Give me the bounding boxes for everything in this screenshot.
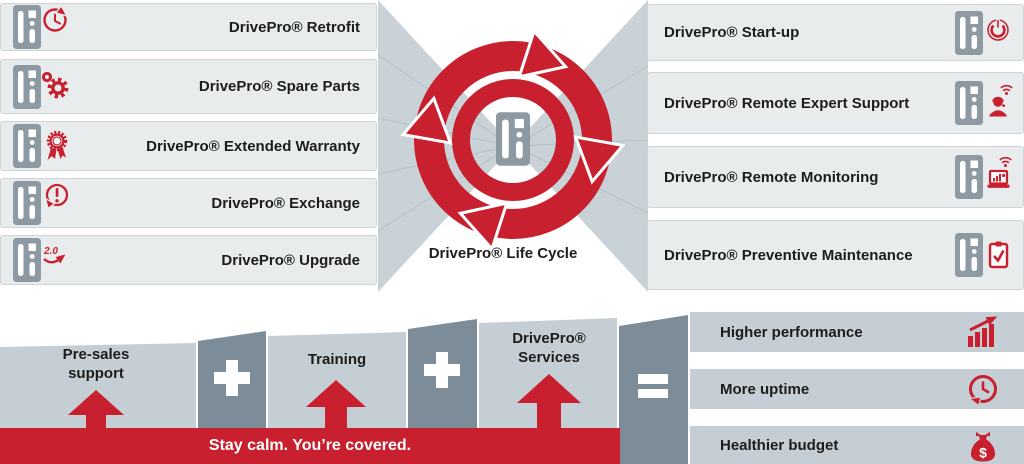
retrofit-icon bbox=[13, 4, 69, 49]
result-label: Higher performance bbox=[720, 323, 863, 341]
service-row-exchange: DrivePro® Exchange bbox=[0, 178, 377, 228]
life-cycle-ring-icon bbox=[400, 28, 626, 252]
service-row-upgrade: 2.0 DrivePro® Upgrade bbox=[0, 235, 377, 285]
preventive-maintenance-icon bbox=[955, 233, 1009, 277]
result-label: Healthier budget bbox=[720, 436, 839, 454]
result-bar-healthier-budget: Healthier budget $ bbox=[690, 426, 1024, 464]
service-label: DrivePro® Extended Warranty bbox=[146, 137, 360, 155]
arrow-head bbox=[517, 374, 581, 403]
extended-warranty-icon bbox=[13, 124, 68, 168]
up-arrow-icon bbox=[306, 380, 366, 430]
service-row-start-up: DrivePro® Start-up bbox=[647, 4, 1024, 61]
service-label: DrivePro® Exchange bbox=[211, 194, 360, 212]
svg-text:$: $ bbox=[979, 445, 987, 461]
start-up-icon bbox=[955, 10, 1009, 55]
plus-icon bbox=[214, 360, 250, 396]
remote-expert-support-icon bbox=[955, 81, 1013, 125]
term-label-drivepro-services: DrivePro® Services bbox=[512, 330, 586, 366]
spare-parts-icon bbox=[13, 64, 69, 109]
arrow-shaft bbox=[537, 403, 561, 429]
term-label-pre-sales: Pre-sales support bbox=[62, 346, 130, 382]
service-row-remote-monitoring: DrivePro® Remote Monitoring bbox=[647, 146, 1024, 208]
term-label-training: Training bbox=[307, 351, 367, 368]
up-arrow-icon bbox=[68, 390, 124, 430]
result-bar-higher-performance: Higher performance bbox=[690, 312, 1024, 352]
result-bar-more-uptime: More uptime bbox=[690, 369, 1024, 409]
perspective-triangle-left bbox=[378, 0, 513, 292]
arrow-shaft bbox=[325, 407, 347, 430]
service-row-spare-parts: DrivePro® Spare Parts bbox=[0, 59, 377, 114]
drive-icon bbox=[496, 112, 530, 166]
service-label: DrivePro® Preventive Maintenance bbox=[664, 246, 913, 264]
service-row-extended-warranty: DrivePro® Extended Warranty bbox=[0, 121, 377, 171]
banner: Stay calm. You’re covered. bbox=[0, 428, 620, 464]
arrow-head bbox=[68, 390, 124, 415]
banner-text: Stay calm. You’re covered. bbox=[208, 437, 412, 454]
remote-monitoring-icon bbox=[955, 155, 1012, 199]
service-label: DrivePro® Remote Expert Support bbox=[664, 94, 910, 112]
svg-text:2.0: 2.0 bbox=[43, 246, 58, 257]
service-label: DrivePro® Remote Monitoring bbox=[664, 168, 879, 186]
plus-icon bbox=[424, 352, 460, 388]
service-label: DrivePro® Spare Parts bbox=[198, 78, 360, 95]
service-label: DrivePro® Retrofit bbox=[228, 18, 360, 36]
upgrade-icon: 2.0 bbox=[13, 238, 66, 282]
up-arrow-icon bbox=[517, 374, 581, 429]
arrow-shaft bbox=[86, 415, 106, 430]
equals-icon bbox=[638, 374, 668, 398]
service-row-remote-expert-support: DrivePro® Remote Expert Support bbox=[647, 72, 1024, 134]
exchange-icon bbox=[13, 181, 69, 225]
performance-growth-icon bbox=[968, 316, 998, 347]
arrow-head bbox=[306, 380, 366, 407]
service-label: DrivePro® Upgrade bbox=[221, 251, 360, 269]
service-label: DrivePro® Start-up bbox=[664, 24, 800, 41]
uptime-clock-icon bbox=[967, 375, 997, 406]
life-cycle-label: DrivePro® Life Cycle bbox=[428, 245, 578, 262]
result-label: More uptime bbox=[720, 380, 810, 398]
service-row-preventive-maintenance: DrivePro® Preventive Maintenance bbox=[647, 220, 1024, 290]
life-cycle-art bbox=[377, 0, 649, 292]
service-row-retrofit: DrivePro® Retrofit bbox=[0, 3, 377, 51]
money-bag-icon: $ bbox=[971, 432, 995, 462]
